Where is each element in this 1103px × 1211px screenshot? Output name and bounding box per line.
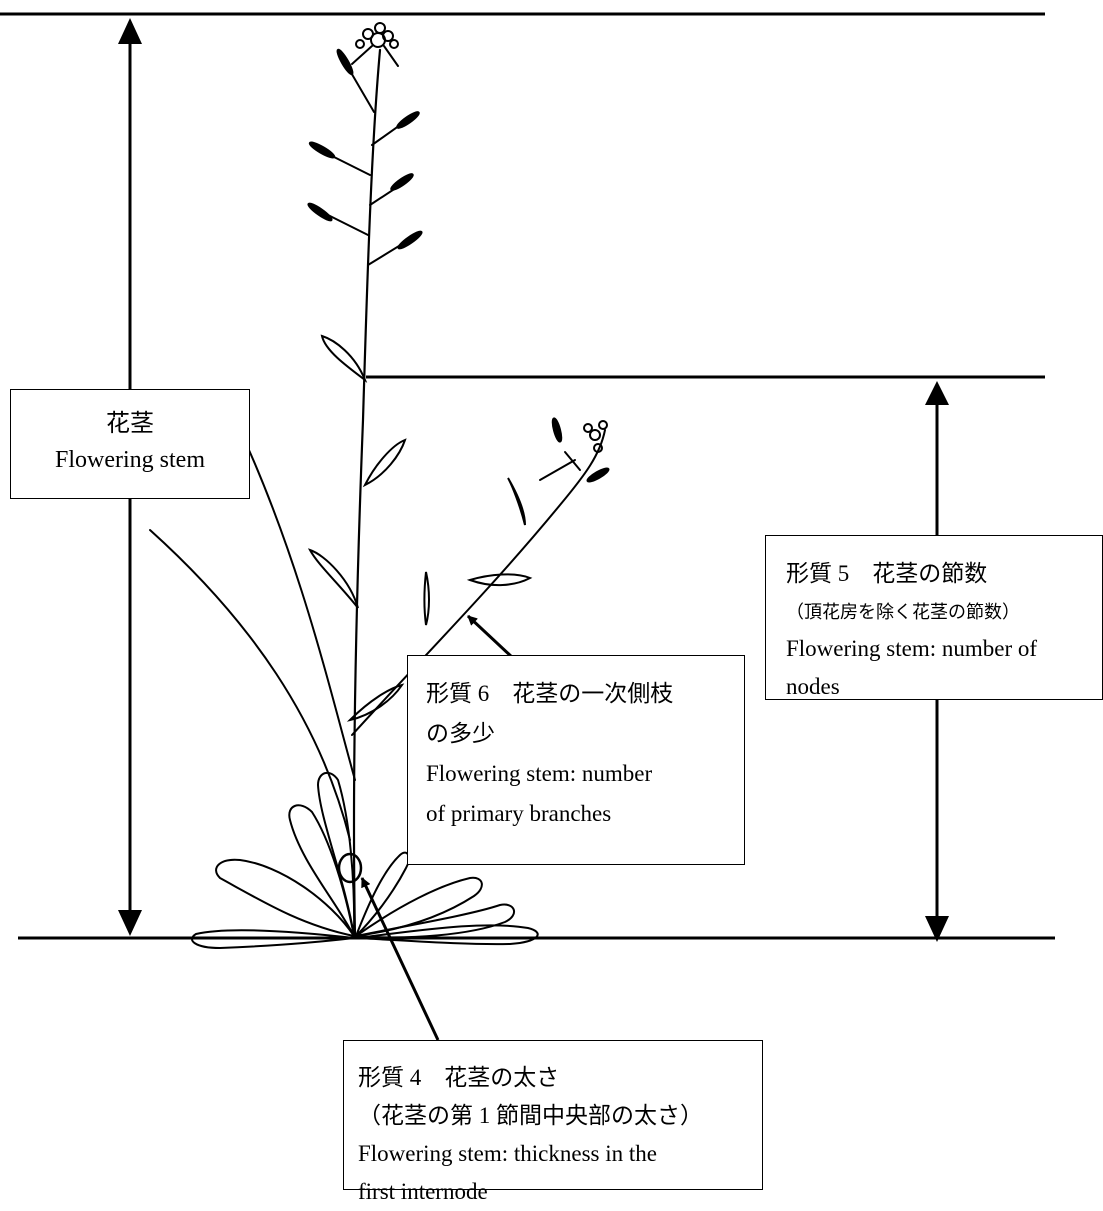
trait6-title-jp-2: の多少: [426, 721, 495, 746]
trait6-desc-en-2: of primary branches: [426, 801, 612, 826]
trait5-desc-en-2: nodes: [786, 674, 840, 699]
trait4-pointer-arrow: [360, 877, 440, 1041]
trait4-desc-en-2: first internode: [358, 1179, 488, 1204]
trait6-desc-en-1: Flowering stem: number: [426, 761, 653, 786]
trait4-desc-en-1: Flowering stem: thickness in the: [358, 1141, 657, 1166]
flowering-stem-label-en: Flowering stem: [55, 447, 205, 473]
trait5-note-jp: （頂花房を除く花茎の節数）: [786, 602, 1020, 622]
trait5-title-jp: 形質 5 花茎の節数: [786, 561, 988, 586]
trait6-label: 形質 6 花茎の一次側枝 の多少 Flowering stem: number …: [407, 655, 745, 865]
trait6-title-jp-1: 形質 6 花茎の一次側枝: [426, 681, 674, 706]
plant-drawing: [149, 22, 610, 950]
trait5-desc-en-1: Flowering stem: number of: [786, 636, 1038, 661]
flowering-stem-label-jp: 花茎: [106, 411, 154, 437]
plant-diagram: [0, 12, 1055, 1041]
trait4-note-jp: （花茎の第 1 節間中央部の太さ）: [358, 1103, 703, 1128]
flowering-stem-label: 花茎 Flowering stem: [10, 389, 250, 499]
trait5-label: 形質 5 花茎の節数 （頂花房を除く花茎の節数） Flowering stem:…: [765, 535, 1103, 700]
trait4-title-jp: 形質 4 花茎の太さ: [358, 1065, 560, 1090]
trait4-label: 形質 4 花茎の太さ （花茎の第 1 節間中央部の太さ） Flowering s…: [343, 1040, 763, 1204]
